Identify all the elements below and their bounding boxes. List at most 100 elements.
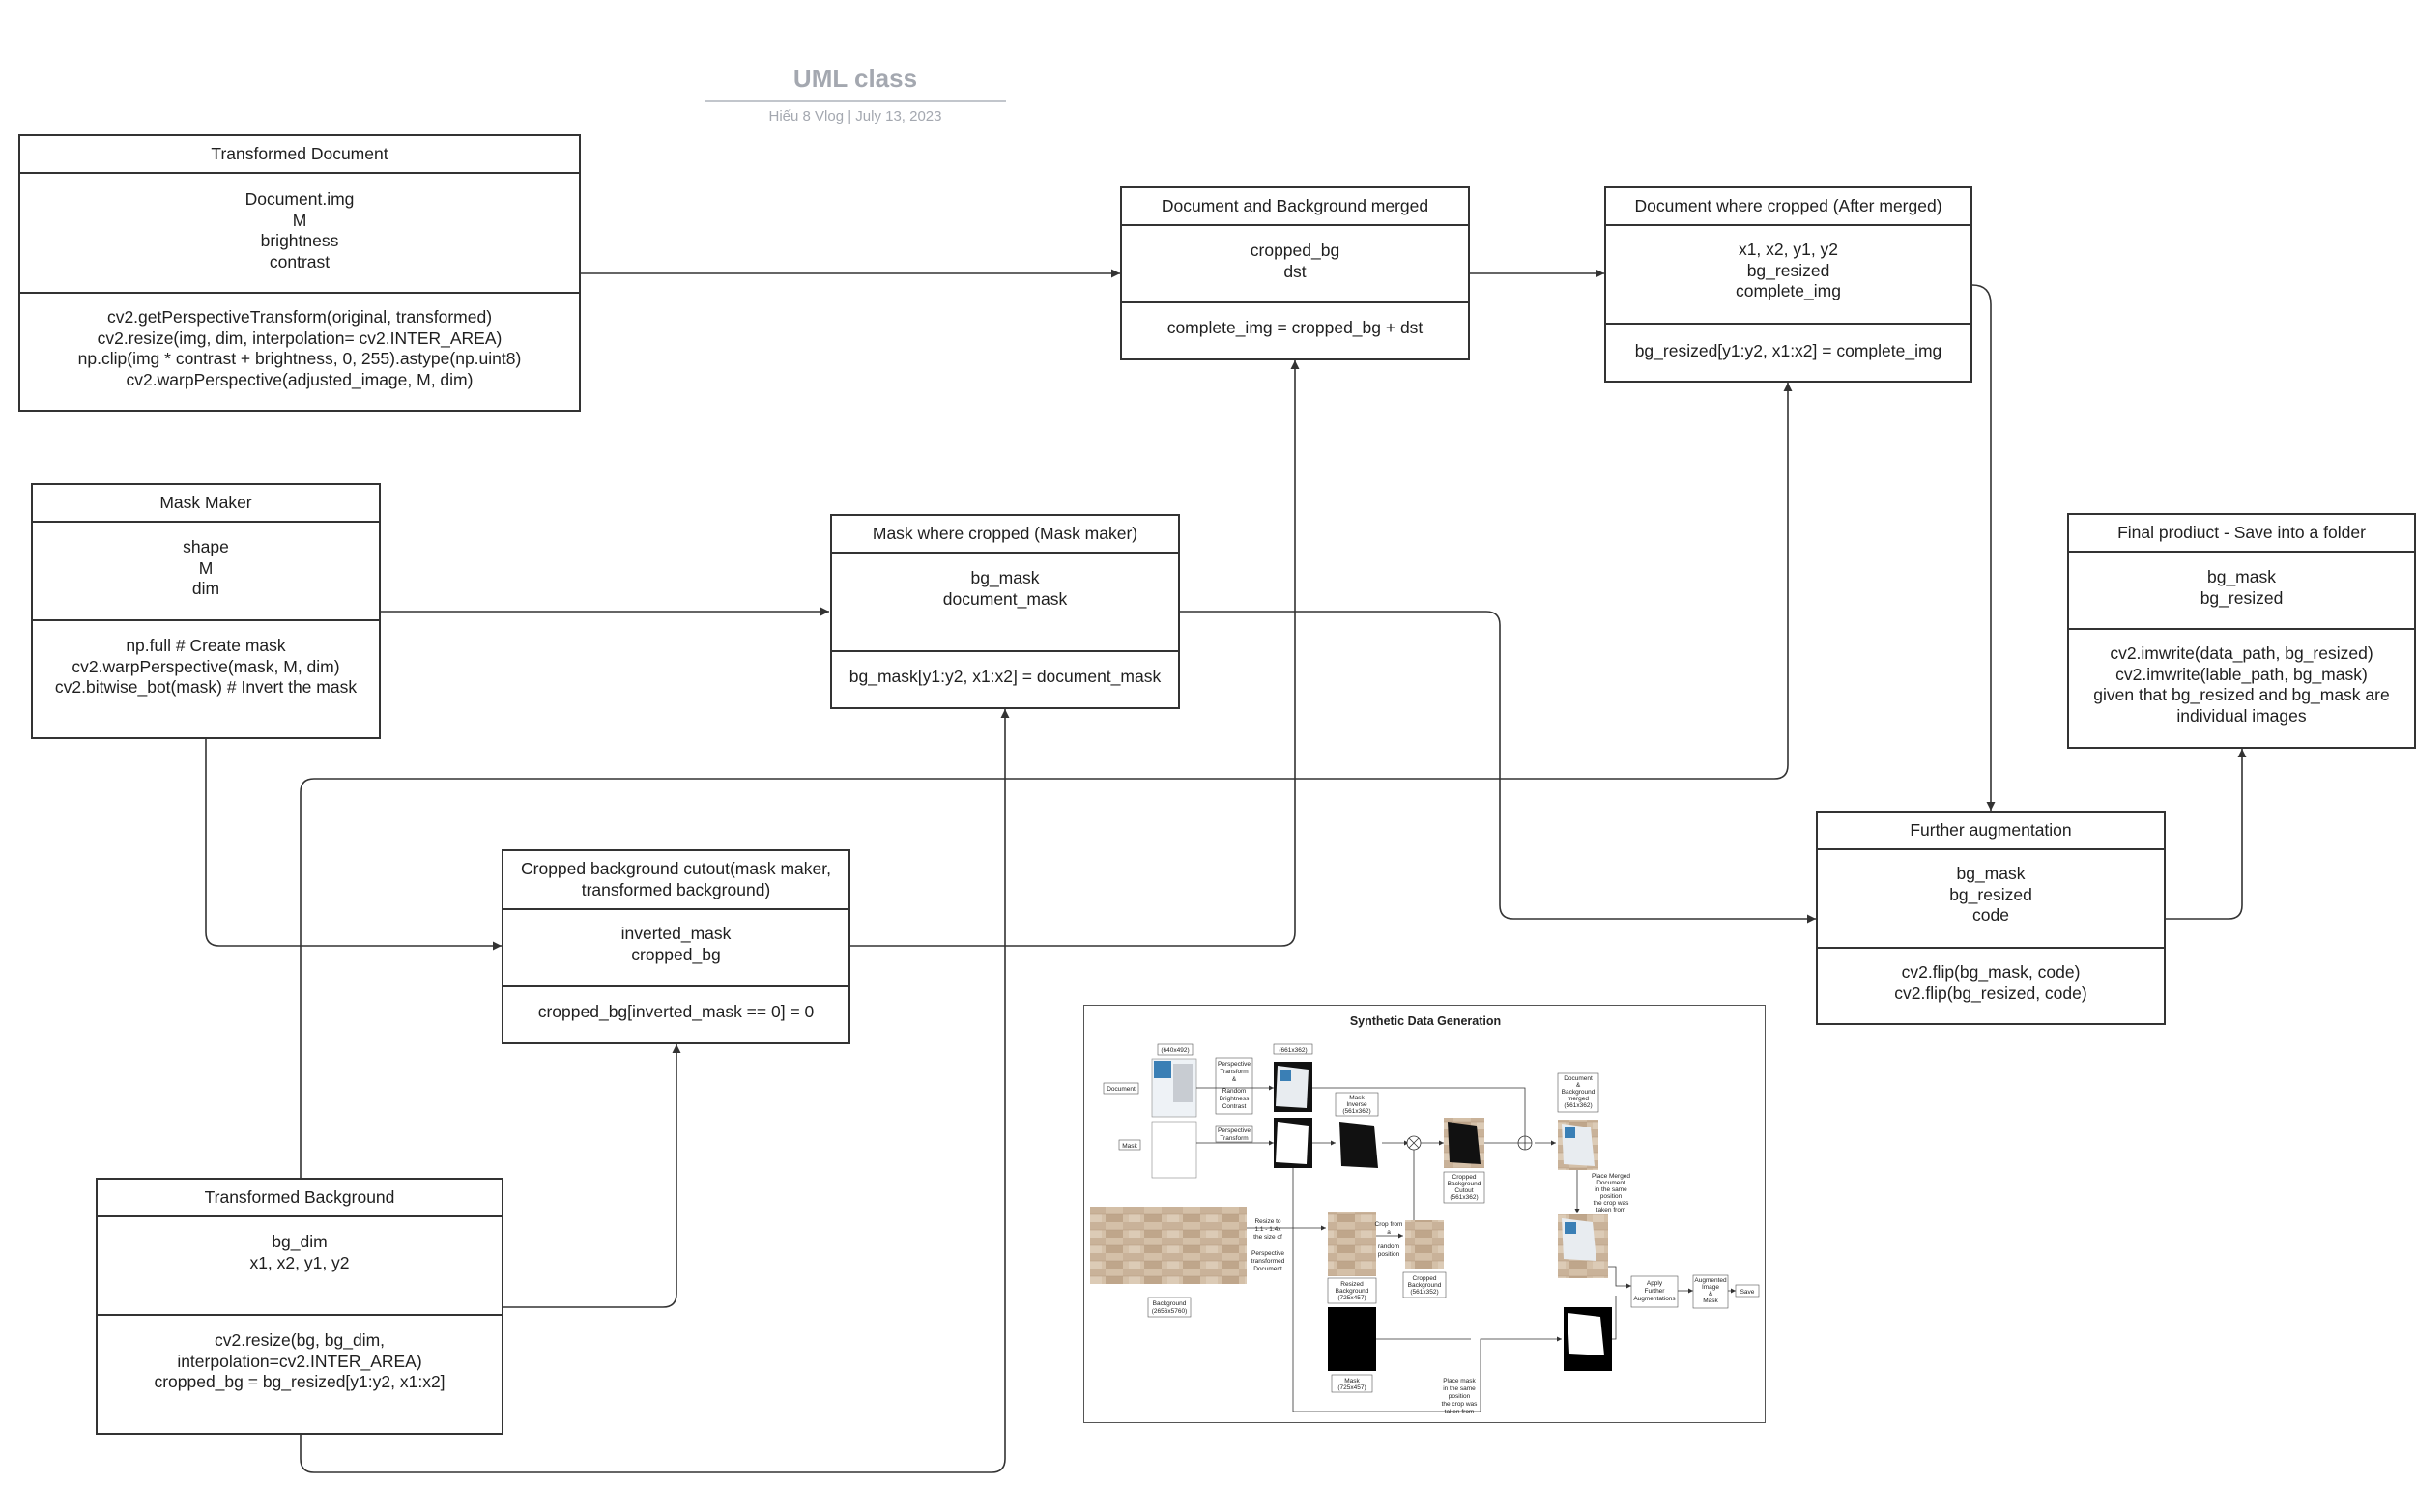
class-document-background-merged[interactable]: Document and Background merged cropped_b… xyxy=(1120,186,1470,360)
pipeline-figure-svg: Synthetic Data Generation (640x492) Docu… xyxy=(1090,1014,1760,1415)
persp-bright-line: Random xyxy=(1222,1088,1247,1095)
attribute: brightness xyxy=(260,231,339,250)
class-header: Further augmentation xyxy=(1818,813,2164,850)
doc-size-label: (640x492) xyxy=(1161,1047,1189,1054)
place-mask-line: in the same xyxy=(1443,1385,1476,1392)
method: cv2.warpPerspective(adjusted_image, M, d… xyxy=(126,369,474,389)
crop-from-line: a xyxy=(1387,1229,1391,1236)
class-attributes: shape M dim xyxy=(33,523,379,621)
cutout-line: (561x362) xyxy=(1450,1194,1478,1201)
method: cropped_bg = bg_resized[y1:y2, x1:x2] xyxy=(154,1372,446,1391)
embedded-pipeline-figure: Synthetic Data Generation (640x492) Docu… xyxy=(1083,1005,1766,1423)
resized-bg-line: (725x457) xyxy=(1337,1295,1366,1301)
class-further-augmentation[interactable]: Further augmentation bg_mask bg_resized … xyxy=(1816,811,2166,1025)
method: cv2.flip(bg_mask, code) xyxy=(1901,962,2081,982)
title-underline xyxy=(705,100,1006,102)
method: cv2.flip(bg_resized, code) xyxy=(1894,983,2087,1003)
persp-box xyxy=(1215,1125,1253,1143)
resize-line: Perspective xyxy=(1251,1250,1284,1257)
mask-inverse-line: (561x362) xyxy=(1342,1108,1370,1115)
place-mask-line: position xyxy=(1449,1393,1471,1400)
cutout-line: Cropped xyxy=(1452,1174,1477,1181)
class-transformed-background[interactable]: Transformed Background bg_dim x1, x2, y1… xyxy=(96,1178,503,1435)
class-mask-maker[interactable]: Mask Maker shape M dim np.full # Create … xyxy=(31,483,381,739)
class-final-product[interactable]: Final prodiuct - Save into a folder bg_m… xyxy=(2067,513,2416,749)
edge-further-aug-to-final xyxy=(2166,749,2247,920)
attribute: x1, x2, y1, y2 xyxy=(249,1252,350,1272)
class-header: Mask Maker xyxy=(33,485,379,523)
class-mask-where-cropped[interactable]: Mask where cropped (Mask maker) bg_mask … xyxy=(830,514,1180,709)
class-document-where-cropped[interactable]: Document where cropped (After merged) x1… xyxy=(1604,186,1972,383)
class-header: Transformed Document xyxy=(20,136,579,174)
class-methods: np.full # Create mask cv2.warpPerspectiv… xyxy=(33,621,379,699)
attribute: bg_mask xyxy=(1956,864,2026,883)
background-line: (2656x5760) xyxy=(1152,1308,1188,1315)
cutout-hole xyxy=(1448,1122,1481,1164)
class-methods: cropped_bg[inverted_mask == 0] = 0 xyxy=(503,987,848,1023)
mask-inverse-box xyxy=(1335,1092,1379,1117)
resize-line: Resize to xyxy=(1254,1218,1280,1225)
background-box xyxy=(1147,1297,1192,1318)
crop-from-line: position xyxy=(1378,1251,1400,1258)
place-mask-line: Place mask xyxy=(1443,1378,1476,1384)
class-methods: bg_mask[y1:y2, x1:x2] = document_mask xyxy=(832,652,1178,688)
aug-out-line: Augmented xyxy=(1694,1277,1727,1284)
method: cv2.getPerspectiveTransform(original, tr… xyxy=(106,307,493,327)
merged-line: Background xyxy=(1562,1089,1596,1096)
page-subtitle: Hiếu 8 Vlog | July 13, 2023 xyxy=(768,108,942,125)
figure-title: Synthetic Data Generation xyxy=(1350,1014,1501,1028)
place-doc-line: taken from xyxy=(1596,1207,1626,1213)
mask-bottom-thumbnail xyxy=(1328,1307,1376,1371)
place-doc-line: Document xyxy=(1596,1180,1625,1186)
attribute: bg_resized xyxy=(1746,260,1830,280)
attribute: inverted_mask xyxy=(620,924,732,943)
class-transformed-document[interactable]: Transformed Document Document.img M brig… xyxy=(18,134,581,412)
cutout-box xyxy=(1443,1171,1485,1204)
apply-line: Augmentations xyxy=(1633,1296,1676,1302)
merged-line: (561x362) xyxy=(1564,1102,1592,1109)
resize-line: Document xyxy=(1253,1266,1282,1272)
composite-doc-photo xyxy=(1565,1222,1576,1234)
class-header: Document where cropped (After merged) xyxy=(1606,188,1970,226)
attribute: contrast xyxy=(269,251,331,271)
cutout-line: Cutout xyxy=(1454,1187,1473,1194)
edge-transformed-bg-to-cutout xyxy=(503,1044,681,1308)
resized-bg-line: Background xyxy=(1336,1288,1369,1295)
warp-size-box xyxy=(1273,1043,1313,1055)
edge-cropped-doc-to-further-aug xyxy=(1971,284,1996,811)
edge-mask-cropped-to-further-aug xyxy=(1180,611,1816,924)
mask-inverse-line: Inverse xyxy=(1346,1101,1367,1108)
merged-doc-photo xyxy=(1565,1127,1575,1138)
persp-bright-line: Brightness xyxy=(1220,1096,1250,1102)
place-mask-line: the crop was xyxy=(1442,1401,1479,1408)
mask-label-box xyxy=(1118,1139,1141,1151)
class-attributes: bg_mask bg_resized code xyxy=(1818,850,2164,949)
method: bg_mask[y1:y2, x1:x2] = document_mask xyxy=(848,667,1162,686)
persp-bright-line: Transform xyxy=(1220,1069,1248,1075)
attribute: cropped_bg xyxy=(631,944,721,964)
class-header: Cropped background cutout(mask maker, tr… xyxy=(503,851,848,910)
crop-from-line: Crop from xyxy=(1375,1221,1403,1228)
class-attributes: inverted_mask cropped_bg xyxy=(503,910,848,987)
attribute: bg_mask xyxy=(970,568,1040,587)
attribute: cropped_bg xyxy=(1250,241,1340,260)
attribute: shape xyxy=(183,537,229,556)
resized-bg-line: Resized xyxy=(1340,1281,1364,1288)
class-methods: complete_img = cropped_bg + dst xyxy=(1122,303,1468,339)
class-methods: bg_resized[y1:y2, x1:x2] = complete_img xyxy=(1606,325,1970,362)
background-thumbnail xyxy=(1090,1207,1247,1284)
class-cropped-background-cutout[interactable]: Cropped background cutout(mask maker, tr… xyxy=(502,849,850,1044)
aug-out-line: Mask xyxy=(1703,1298,1718,1304)
apply-box xyxy=(1630,1275,1679,1308)
edge-transformed-bg-to-cropped-doc xyxy=(300,383,1793,1178)
warped-mask xyxy=(1276,1122,1309,1164)
method: cropped_bg[inverted_mask == 0] = 0 xyxy=(537,1002,815,1021)
persp-bright-line: Perspective xyxy=(1218,1061,1251,1068)
attribute: M xyxy=(292,210,307,230)
class-header: Final prodiuct - Save into a folder xyxy=(2069,515,2414,553)
mask-bottom-line: (725x457) xyxy=(1337,1384,1366,1391)
attribute: complete_img xyxy=(1736,281,1841,300)
place-doc-line: the crop was xyxy=(1594,1200,1630,1207)
attribute: bg_resized xyxy=(1949,884,2032,904)
